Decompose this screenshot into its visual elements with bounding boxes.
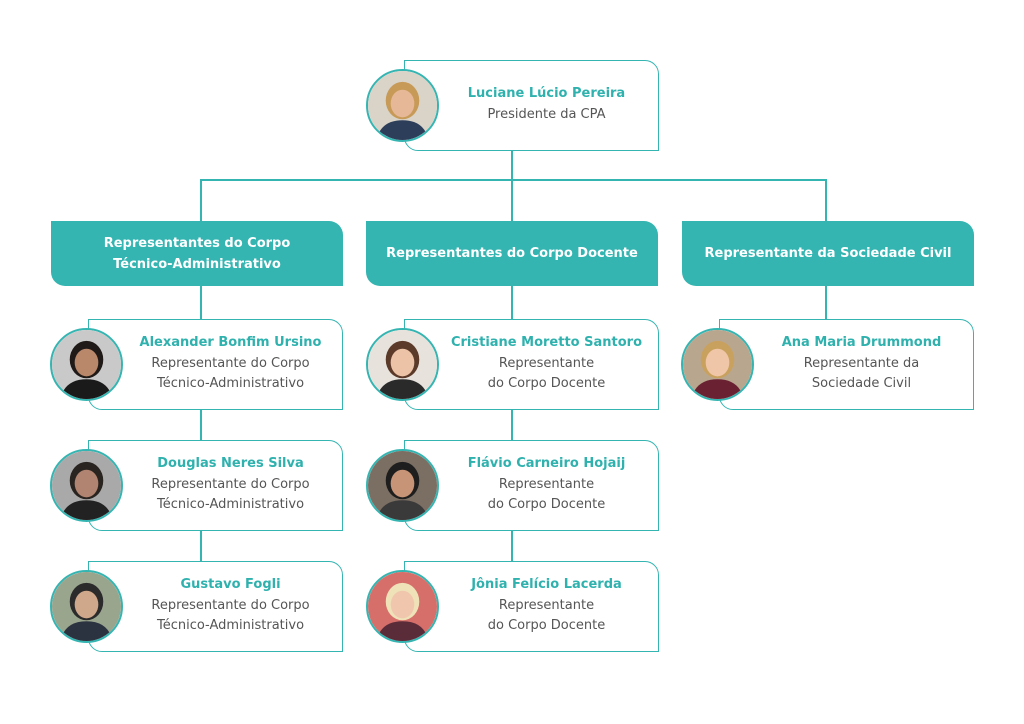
member-role: Sociedade Civil <box>811 376 912 391</box>
member-name: Gustavo Fogli <box>180 577 281 592</box>
member-role: do Corpo Docente <box>487 497 606 512</box>
member-role: do Corpo Docente <box>487 376 606 391</box>
person-photo-icon <box>366 570 439 643</box>
member-name: Jônia Felício Lacerda <box>471 577 622 592</box>
member-role: Representante do Corpo <box>151 598 310 613</box>
member-role: Técnico-Administrativo <box>156 376 305 391</box>
member-role: Técnico-Administrativo <box>156 497 305 512</box>
group-header: Representante da Sociedade Civil <box>682 221 974 286</box>
person-photo-icon <box>366 328 439 401</box>
person-photo-icon <box>50 570 123 643</box>
person-photo-icon <box>366 69 439 142</box>
group-title-line: Representantes do Corpo <box>103 235 291 251</box>
connector-line <box>825 179 827 221</box>
member-name: Flávio Carneiro Hojaij <box>467 456 626 471</box>
member-role: Representante <box>498 356 595 371</box>
connector-line <box>511 286 513 561</box>
connector-line <box>200 286 202 561</box>
member-role: Representante do Corpo <box>151 477 310 492</box>
person-photo-icon <box>50 449 123 522</box>
group-title: Representantes do Corpo Docente <box>386 243 638 264</box>
member-role: Representante do Corpo <box>151 356 310 371</box>
person-photo-icon <box>50 328 123 401</box>
member-role: Presidente da CPA <box>487 107 606 122</box>
connector-line <box>200 179 826 181</box>
connector-line <box>511 151 513 221</box>
member-role: Representante <box>498 477 595 492</box>
connector-line <box>200 179 202 221</box>
member-role: do Corpo Docente <box>487 618 606 633</box>
person-photo-icon <box>366 449 439 522</box>
member-name: Alexander Bonfim Ursino <box>139 335 322 350</box>
member-role: Representante da <box>803 356 920 371</box>
group-title: Representante da Sociedade Civil <box>705 243 952 264</box>
group-title-line: Representantes do Corpo Docente <box>386 246 638 261</box>
person-photo-icon <box>681 328 754 401</box>
group-header: Representantes do Corpo Docente <box>366 221 658 286</box>
member-role: Técnico-Administrativo <box>156 618 305 633</box>
member-role: Representante <box>498 598 595 613</box>
connector-line <box>825 286 827 319</box>
group-title-line: Representante da Sociedade Civil <box>704 246 952 261</box>
member-name: Luciane Lúcio Pereira <box>467 86 626 101</box>
member-name: Ana Maria Drummond <box>781 335 942 350</box>
member-name: Douglas Neres Silva <box>157 456 304 471</box>
group-title-line: Técnico-Administrativo <box>113 256 281 272</box>
member-name: Cristiane Moretto Santoro <box>450 335 643 350</box>
